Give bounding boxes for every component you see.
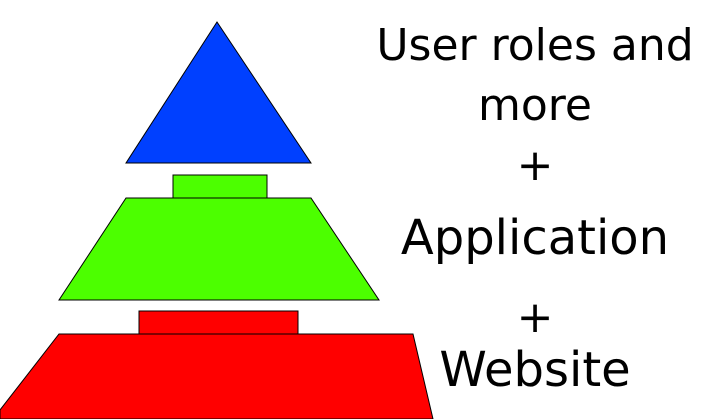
plus-sign-2: + (516, 292, 554, 343)
label-website: Website (439, 342, 631, 398)
pyramid-middle-connector (172, 174, 268, 199)
pyramid-top-layer (125, 21, 312, 164)
pyramid-middle-layer (58, 197, 380, 301)
pyramid-bottom-layer (0, 333, 434, 419)
plus-sign-1: + (516, 140, 554, 191)
pyramid-bottom-connector (138, 310, 299, 335)
label-more: more (478, 80, 592, 131)
label-application: Application (400, 210, 670, 266)
label-user-roles: User roles and (376, 20, 694, 71)
